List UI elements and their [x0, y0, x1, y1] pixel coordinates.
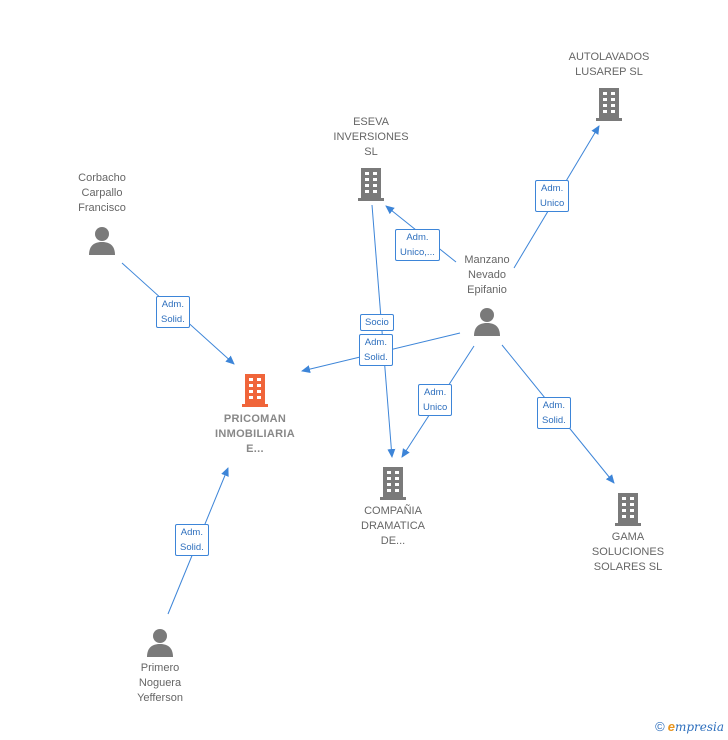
edge-label-manzano-compania[interactable]: Adm. Unico	[418, 384, 453, 416]
node-manzano[interactable]: Manzano Nevado Epifanio	[432, 253, 542, 338]
edge-label-manzano-pricoman[interactable]: Adm. Solid.	[359, 334, 393, 366]
node-label-gama: GAMA SOLUCIONES SOLARES SL	[591, 531, 665, 573]
node-compania[interactable]: COMPAÑIA DRAMATICA DE...	[338, 465, 448, 549]
edge-label-manzano-eseva[interactable]: Adm. Unico,...	[395, 229, 440, 261]
node-label-corbacho: Corbacho Carpallo Francisco	[78, 172, 126, 214]
brand-logo-initial: e	[667, 719, 675, 734]
node-primero[interactable]: Primero Noguera Yefferson	[105, 627, 215, 706]
edge-label-manzano-gama[interactable]: Adm. Solid.	[537, 397, 571, 429]
footer-branding: ©empresia	[655, 719, 724, 734]
node-label-manzano: Manzano Nevado Epifanio	[464, 254, 510, 296]
person-icon	[474, 308, 500, 336]
building-icon	[615, 493, 641, 526]
edge-label-primero-pricoman[interactable]: Adm. Solid.	[175, 524, 209, 556]
node-label-compania: COMPAÑIA DRAMATICA DE...	[361, 505, 425, 547]
edge-label-corbacho-pricoman[interactable]: Adm. Solid.	[156, 296, 190, 328]
edge-label-manzano-autolavados[interactable]: Adm. Unico	[535, 180, 570, 212]
copyright-symbol: ©	[655, 719, 665, 734]
brand-logo-text: mpresia	[674, 720, 724, 734]
node-label-primero: Primero Noguera Yefferson	[137, 662, 183, 704]
building-icon-main	[242, 374, 268, 407]
building-icon	[358, 168, 384, 201]
node-label-autolavados: AUTOLAVADOS LUSAREP SL	[568, 51, 650, 78]
person-icon	[89, 227, 115, 255]
node-label-eseva: ESEVA INVERSIONES SL	[333, 116, 409, 158]
building-icon	[380, 467, 406, 500]
node-label-pricoman: PRICOMAN INMOBILIARIA E...	[215, 413, 295, 455]
node-autolavados[interactable]: AUTOLAVADOS LUSAREP SL	[554, 50, 664, 122]
node-eseva[interactable]: ESEVA INVERSIONES SL	[316, 115, 426, 202]
edge-eseva-compania	[371, 204, 396, 458]
node-corbacho[interactable]: Corbacho Carpallo Francisco	[47, 171, 157, 257]
node-gama[interactable]: GAMA SOLUCIONES SOLARES SL	[573, 491, 683, 575]
person-icon	[147, 629, 173, 657]
edge-label-eseva-compania[interactable]: Socio	[360, 314, 394, 331]
node-pricoman[interactable]: PRICOMAN INMOBILIARIA E...	[195, 372, 315, 457]
building-icon	[596, 88, 622, 121]
